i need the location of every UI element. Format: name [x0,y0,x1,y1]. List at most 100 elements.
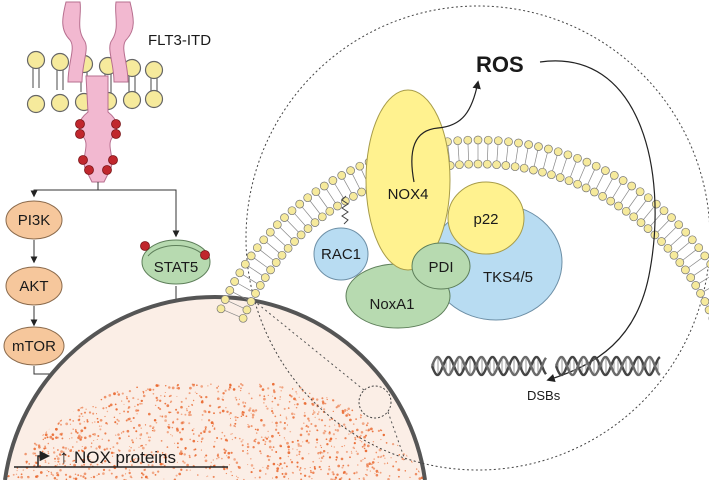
stat5-node: STAT5 [140,239,211,285]
lipid-head-inner [590,187,599,197]
receptor-lipid-head [50,52,70,72]
lipid-head-inner [238,313,248,323]
nucleus: ↑ NOX proteins [3,295,427,480]
lipid-head-outer [328,176,338,185]
lipid-head-inner [464,159,474,169]
lipid-head-outer [246,251,256,261]
nuclear-envelope [3,295,427,480]
lipid-head-inner [519,163,529,173]
lipid-head-inner [696,289,705,298]
zoom-region-marker [358,385,392,419]
lipid-head-outer [687,235,697,245]
lipid-head-inner [675,258,685,267]
receptor-label: FLT3-ITD [148,32,211,49]
stat5-phospho-left [140,241,150,251]
lipid-head-outer [635,187,645,197]
rac1-label: RAC1 [321,246,361,263]
lipid-head-inner [482,159,492,169]
lipid-head-outer [225,286,235,295]
nuclear-pores [61,387,362,419]
stat5-phospho-right [200,250,210,260]
lipid-head-outer [346,166,355,175]
pi3k-label: PI3K [18,212,51,229]
ros-label: ROS [476,52,524,77]
receptor-lipid-head [144,60,164,80]
lipid-head-outer [573,153,582,163]
rac1-anchor [341,195,349,225]
branch-connector [30,182,180,238]
lipid-head-inner [663,243,673,253]
nox-proteins-label: NOX proteins [74,448,176,467]
noxa1-label: NoxA1 [369,296,414,313]
lipid-head-inner [669,250,679,260]
lipid-head-inner [643,224,653,233]
lipid-head-outer [355,161,365,171]
lipid-head-inner [255,281,265,290]
lipid-head-outer [563,150,573,160]
lipid-head-outer [700,251,709,261]
pdi-subunit [411,242,471,290]
lipid-head-outer [659,206,669,216]
lipid-head-outer [618,176,628,185]
lipid-head-inner [260,273,270,282]
receptor-lipid-head [26,50,46,70]
lipid-head-inner [492,160,501,170]
lipid-head-outer [674,220,684,230]
lipid-head-outer [265,227,275,237]
lipid-head-outer [706,260,709,269]
lipid-head-inner [333,201,342,211]
lipid-head-inner [310,218,320,227]
lipid-head-inner [242,305,252,315]
pdi-label: PDI [428,259,453,276]
lipid-head-outer [259,235,269,245]
lipid-head-outer [493,136,503,146]
lipid-head-inner [606,196,616,206]
lipid-head-outer [591,161,601,171]
lipid-head-inner [473,159,483,169]
lipid-head-inner [277,250,287,260]
lipid-head-outer [681,227,691,237]
ros-to-dna-arrow [539,60,656,383]
nox4-label: NOX4 [388,186,429,203]
lipid-head-outer [651,199,661,209]
receptor-lipid-head [144,89,164,109]
lipid-head-inner [573,179,582,189]
lipid-head-outer [280,213,289,222]
lipid-head-inner [349,192,358,201]
p22-subunit [447,181,525,255]
lipid-head-outer [252,243,262,253]
receptor-extracellular-right [109,1,134,83]
lipid-head-inner [271,258,281,267]
nox-complex: NOX4 p22 RAC1 PDI TKS4/5 NoxA1 [313,89,563,329]
pi3k-node: PI3K [5,200,63,240]
lipid-head-outer [483,135,493,145]
ros-generation-arrow [411,80,481,183]
zoom-projection-lines [247,295,406,461]
lipid-head-inner [691,281,701,290]
lipid-head-outer [504,137,513,147]
lipid-head-outer [235,268,245,278]
lipid-head-inner [266,265,275,275]
lipid-head-inner [629,212,639,222]
lipid-head-outer [230,277,239,286]
tks45-label: TKS4/5 [483,269,533,286]
lipid-head-outer [534,142,543,151]
phospho-sites [75,119,121,175]
lipid-head-inner [636,218,646,227]
lipid-head-inner [686,273,696,282]
lipid-head-inner [303,224,313,233]
receptor-lipid-head [26,94,46,114]
dna-strand [430,355,547,377]
lipid-head-outer [240,259,250,269]
receptor-extracellular-left [62,1,87,83]
lipid-head-outer [601,166,610,175]
dna-strand [430,355,547,377]
lipid-head-inner [555,173,565,182]
lipid-head-outer [319,181,329,191]
lipid-head-outer [582,157,592,167]
lipid-head-outer [295,199,305,209]
lipid-head-inner [455,160,464,170]
lipid-head-outer [553,147,563,157]
dna-strand [554,355,661,377]
